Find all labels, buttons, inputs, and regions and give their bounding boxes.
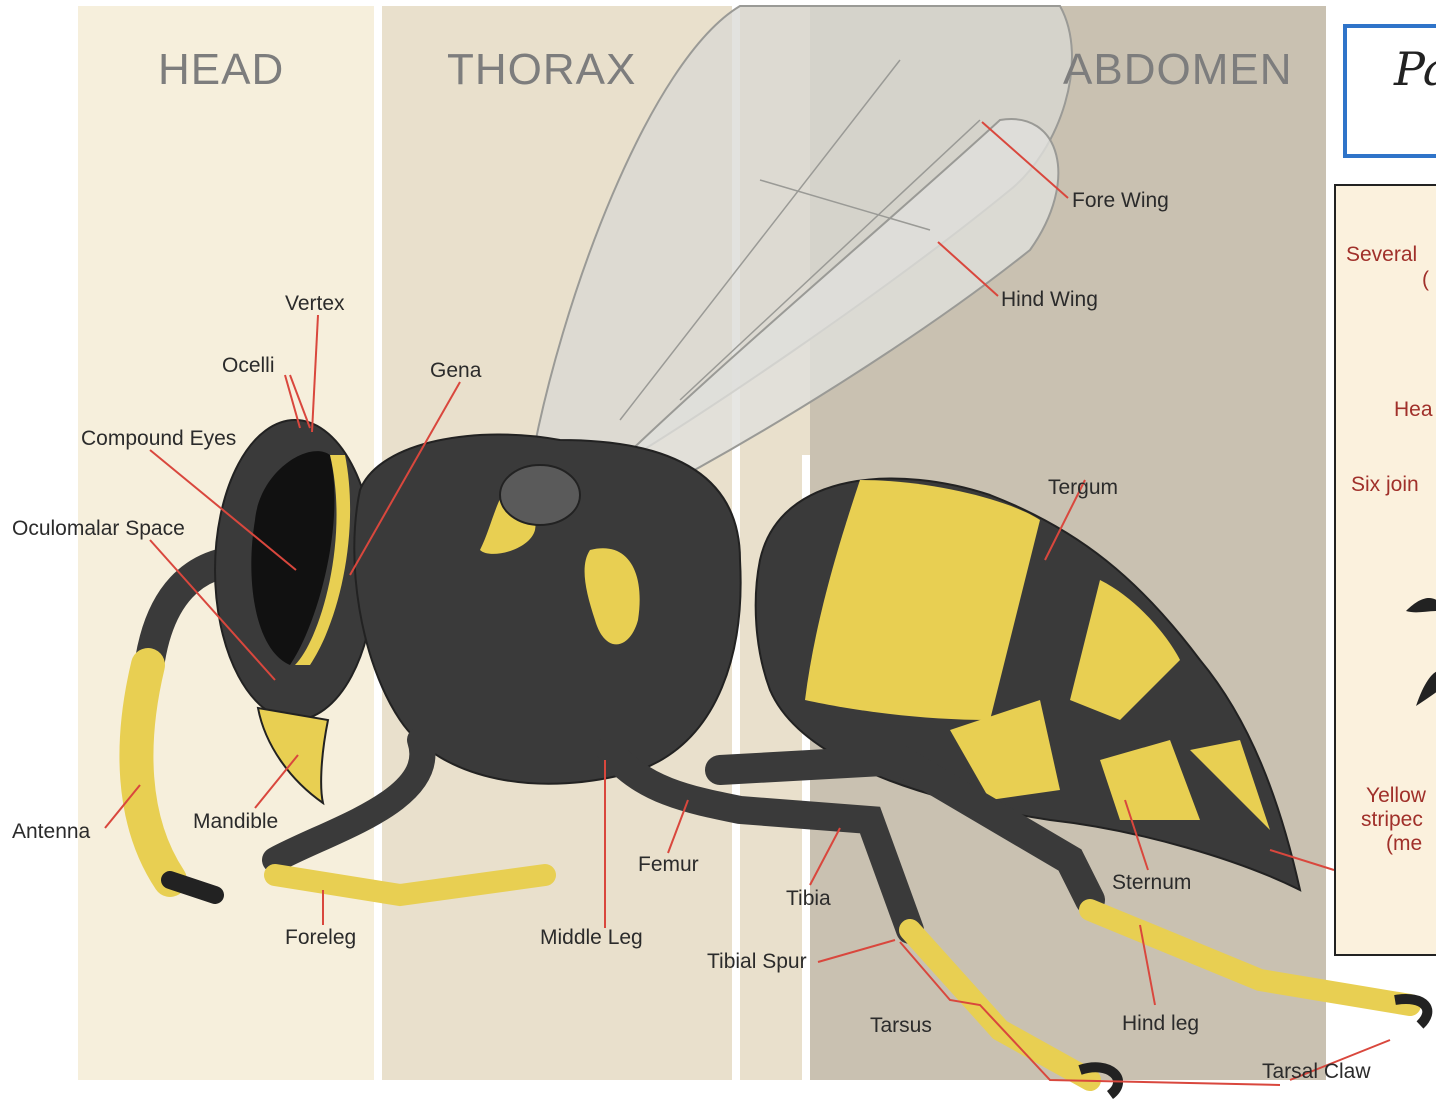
label-sternum: Sternum [1112,871,1191,895]
label-tarsal-claw: Tarsal Claw [1262,1060,1371,1084]
label-tergum: Tergum [1048,476,1118,500]
label-fore-wing: Fore Wing [1072,189,1169,213]
label-femur: Femur [638,853,699,877]
section-title-thorax: THORAX [447,45,636,95]
side-panel-drawing [1336,186,1436,956]
label-middle-leg: Middle Leg [540,926,643,950]
label-hind-leg: Hind leg [1122,1012,1199,1036]
label-hind-wing: Hind Wing [1001,288,1098,312]
label-tibial-spur: Tibial Spur [707,950,807,974]
section-title-abdomen: ABDOMEN [1063,45,1292,95]
label-ocelli: Ocelli [222,354,275,378]
label-antenna: Antenna [12,820,90,844]
label-vertex: Vertex [285,292,345,316]
side-panel: Several ( Hea Six join Yellow stripec (m… [1334,184,1436,956]
label-gena: Gena [430,359,481,383]
label-compound-eyes: Compound Eyes [81,427,236,451]
label-tibia: Tibia [786,887,831,911]
label-foreleg: Foreleg [285,926,356,950]
label-tarsus: Tarsus [870,1014,932,1038]
header-box-text: Pa [1394,42,1436,96]
section-title-head: HEAD [158,45,284,95]
label-mandible: Mandible [193,810,278,834]
label-oculomalar-space: Oculomalar Space [12,517,185,541]
